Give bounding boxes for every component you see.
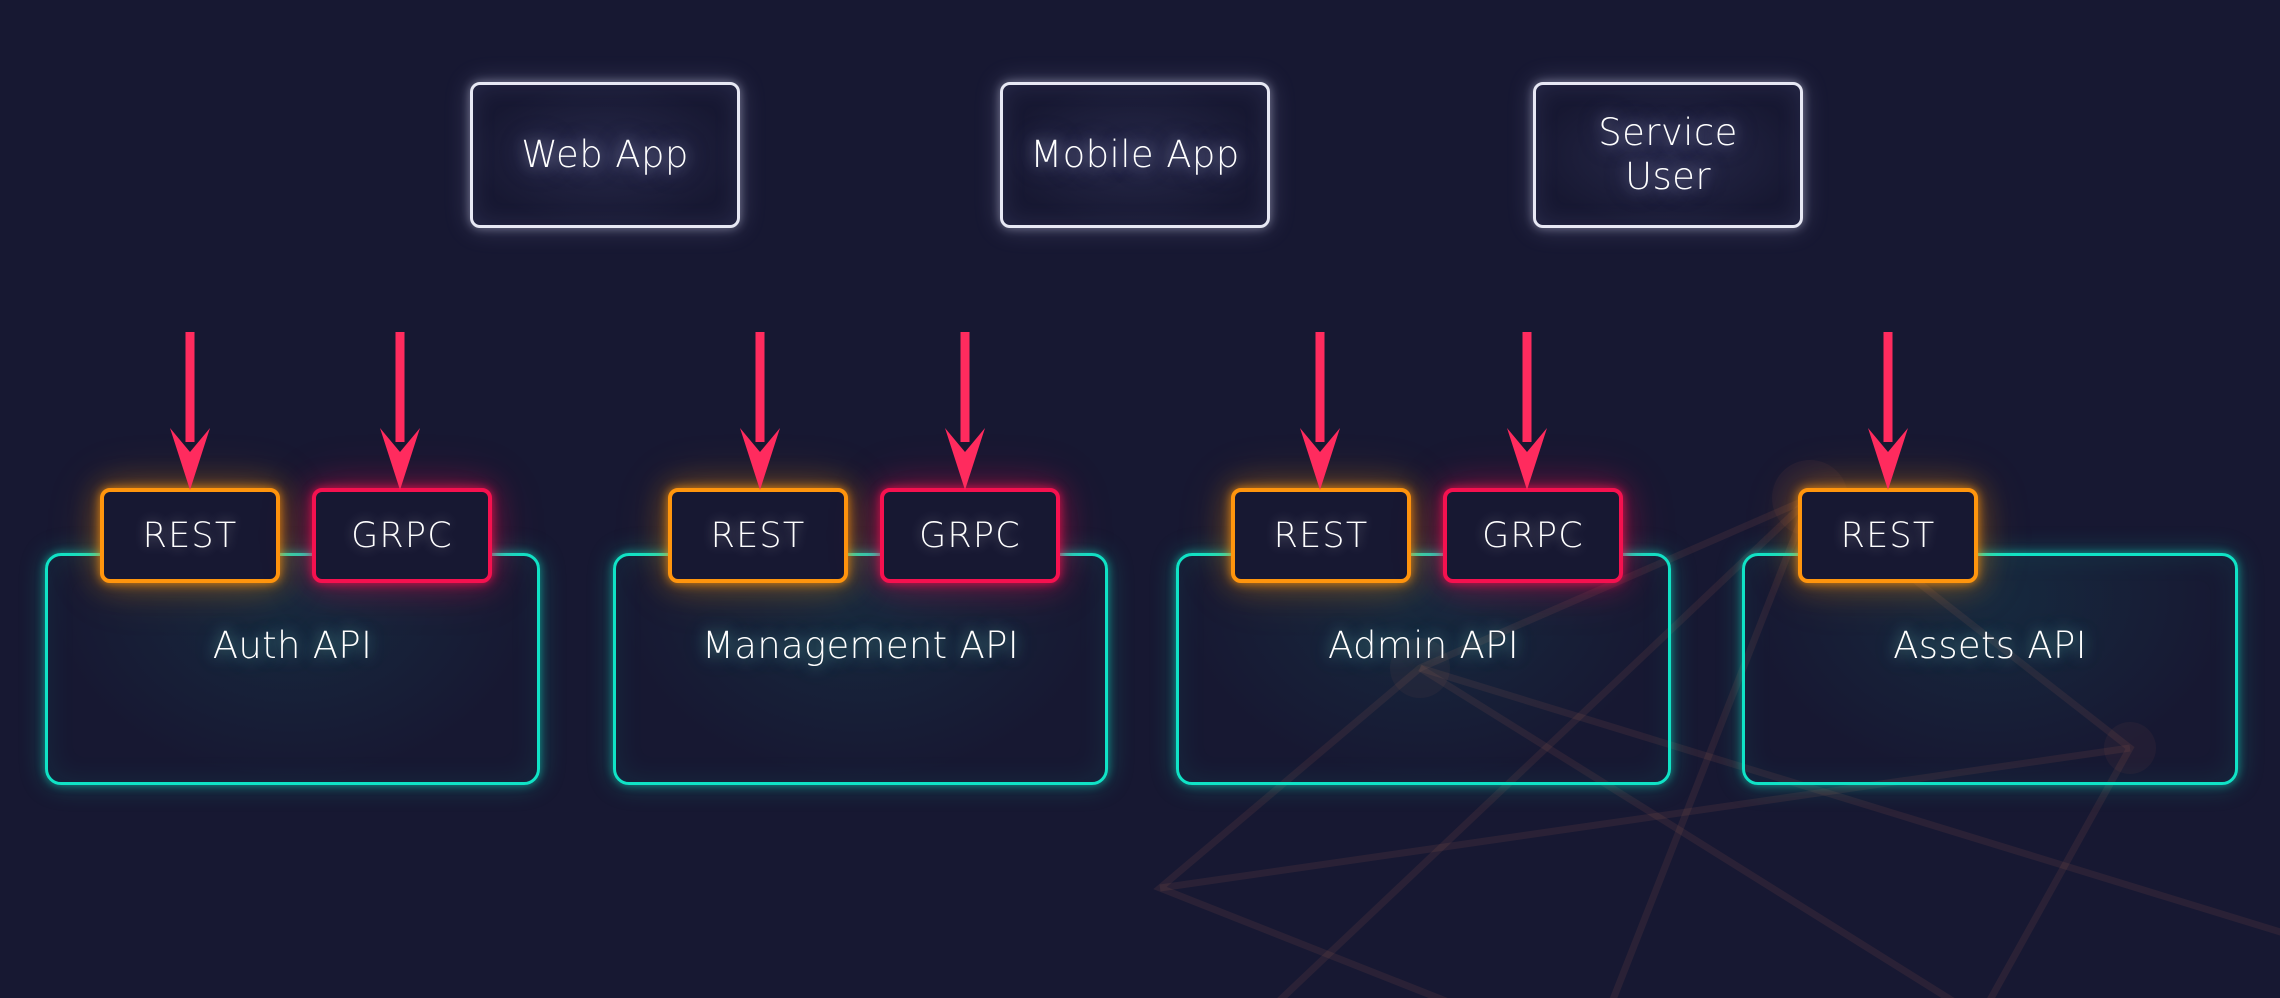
protocol-box-assets-rest[interactable]: REST <box>1798 488 1978 583</box>
api-group-auth-api[interactable]: Auth API <box>45 553 540 785</box>
arrow-webapp-auth-rest <box>167 332 213 490</box>
protocol-box-admin-grpc[interactable]: GRPC <box>1443 488 1623 583</box>
protocol-box-admin-rest[interactable]: REST <box>1231 488 1411 583</box>
client-label: Mobile App <box>1030 133 1240 177</box>
arrow-mobileapp-management-rest <box>737 332 783 490</box>
api-group-label: Assets API <box>1893 624 2087 667</box>
api-group-label: Auth API <box>212 624 373 667</box>
protocol-box-auth-grpc[interactable]: GRPC <box>312 488 492 583</box>
api-group-label: Admin API <box>1328 624 1519 667</box>
api-group-admin-api[interactable]: Admin API <box>1176 553 1671 785</box>
arrow-webapp-auth-grpc <box>377 332 423 490</box>
api-group-management-api[interactable]: Management API <box>613 553 1108 785</box>
protocol-label: GRPC <box>1482 515 1584 556</box>
arrow-serviceuser-assets-rest <box>1865 332 1911 490</box>
arrow-serviceuser-admin-grpc <box>1504 332 1550 490</box>
arrow-mobileapp-management-grpc <box>942 332 988 490</box>
protocol-box-auth-rest[interactable]: REST <box>100 488 280 583</box>
client-box-web-app[interactable]: Web App <box>470 82 740 228</box>
client-label: Service User <box>1598 111 1738 198</box>
protocol-box-management-grpc[interactable]: GRPC <box>880 488 1060 583</box>
arrow-serviceuser-admin-rest <box>1297 332 1343 490</box>
protocol-label: REST <box>1840 515 1936 556</box>
api-group-label: Management API <box>702 624 1019 667</box>
protocol-box-management-rest[interactable]: REST <box>668 488 848 583</box>
protocol-label: REST <box>142 515 238 556</box>
api-group-assets-api[interactable]: Assets API <box>1742 553 2238 785</box>
client-box-service-user[interactable]: Service User <box>1533 82 1803 228</box>
protocol-label: REST <box>710 515 806 556</box>
client-box-mobile-app[interactable]: Mobile App <box>1000 82 1270 228</box>
protocol-label: GRPC <box>919 515 1021 556</box>
protocol-label: GRPC <box>351 515 453 556</box>
client-label: Web App <box>521 133 689 177</box>
protocol-label: REST <box>1273 515 1369 556</box>
